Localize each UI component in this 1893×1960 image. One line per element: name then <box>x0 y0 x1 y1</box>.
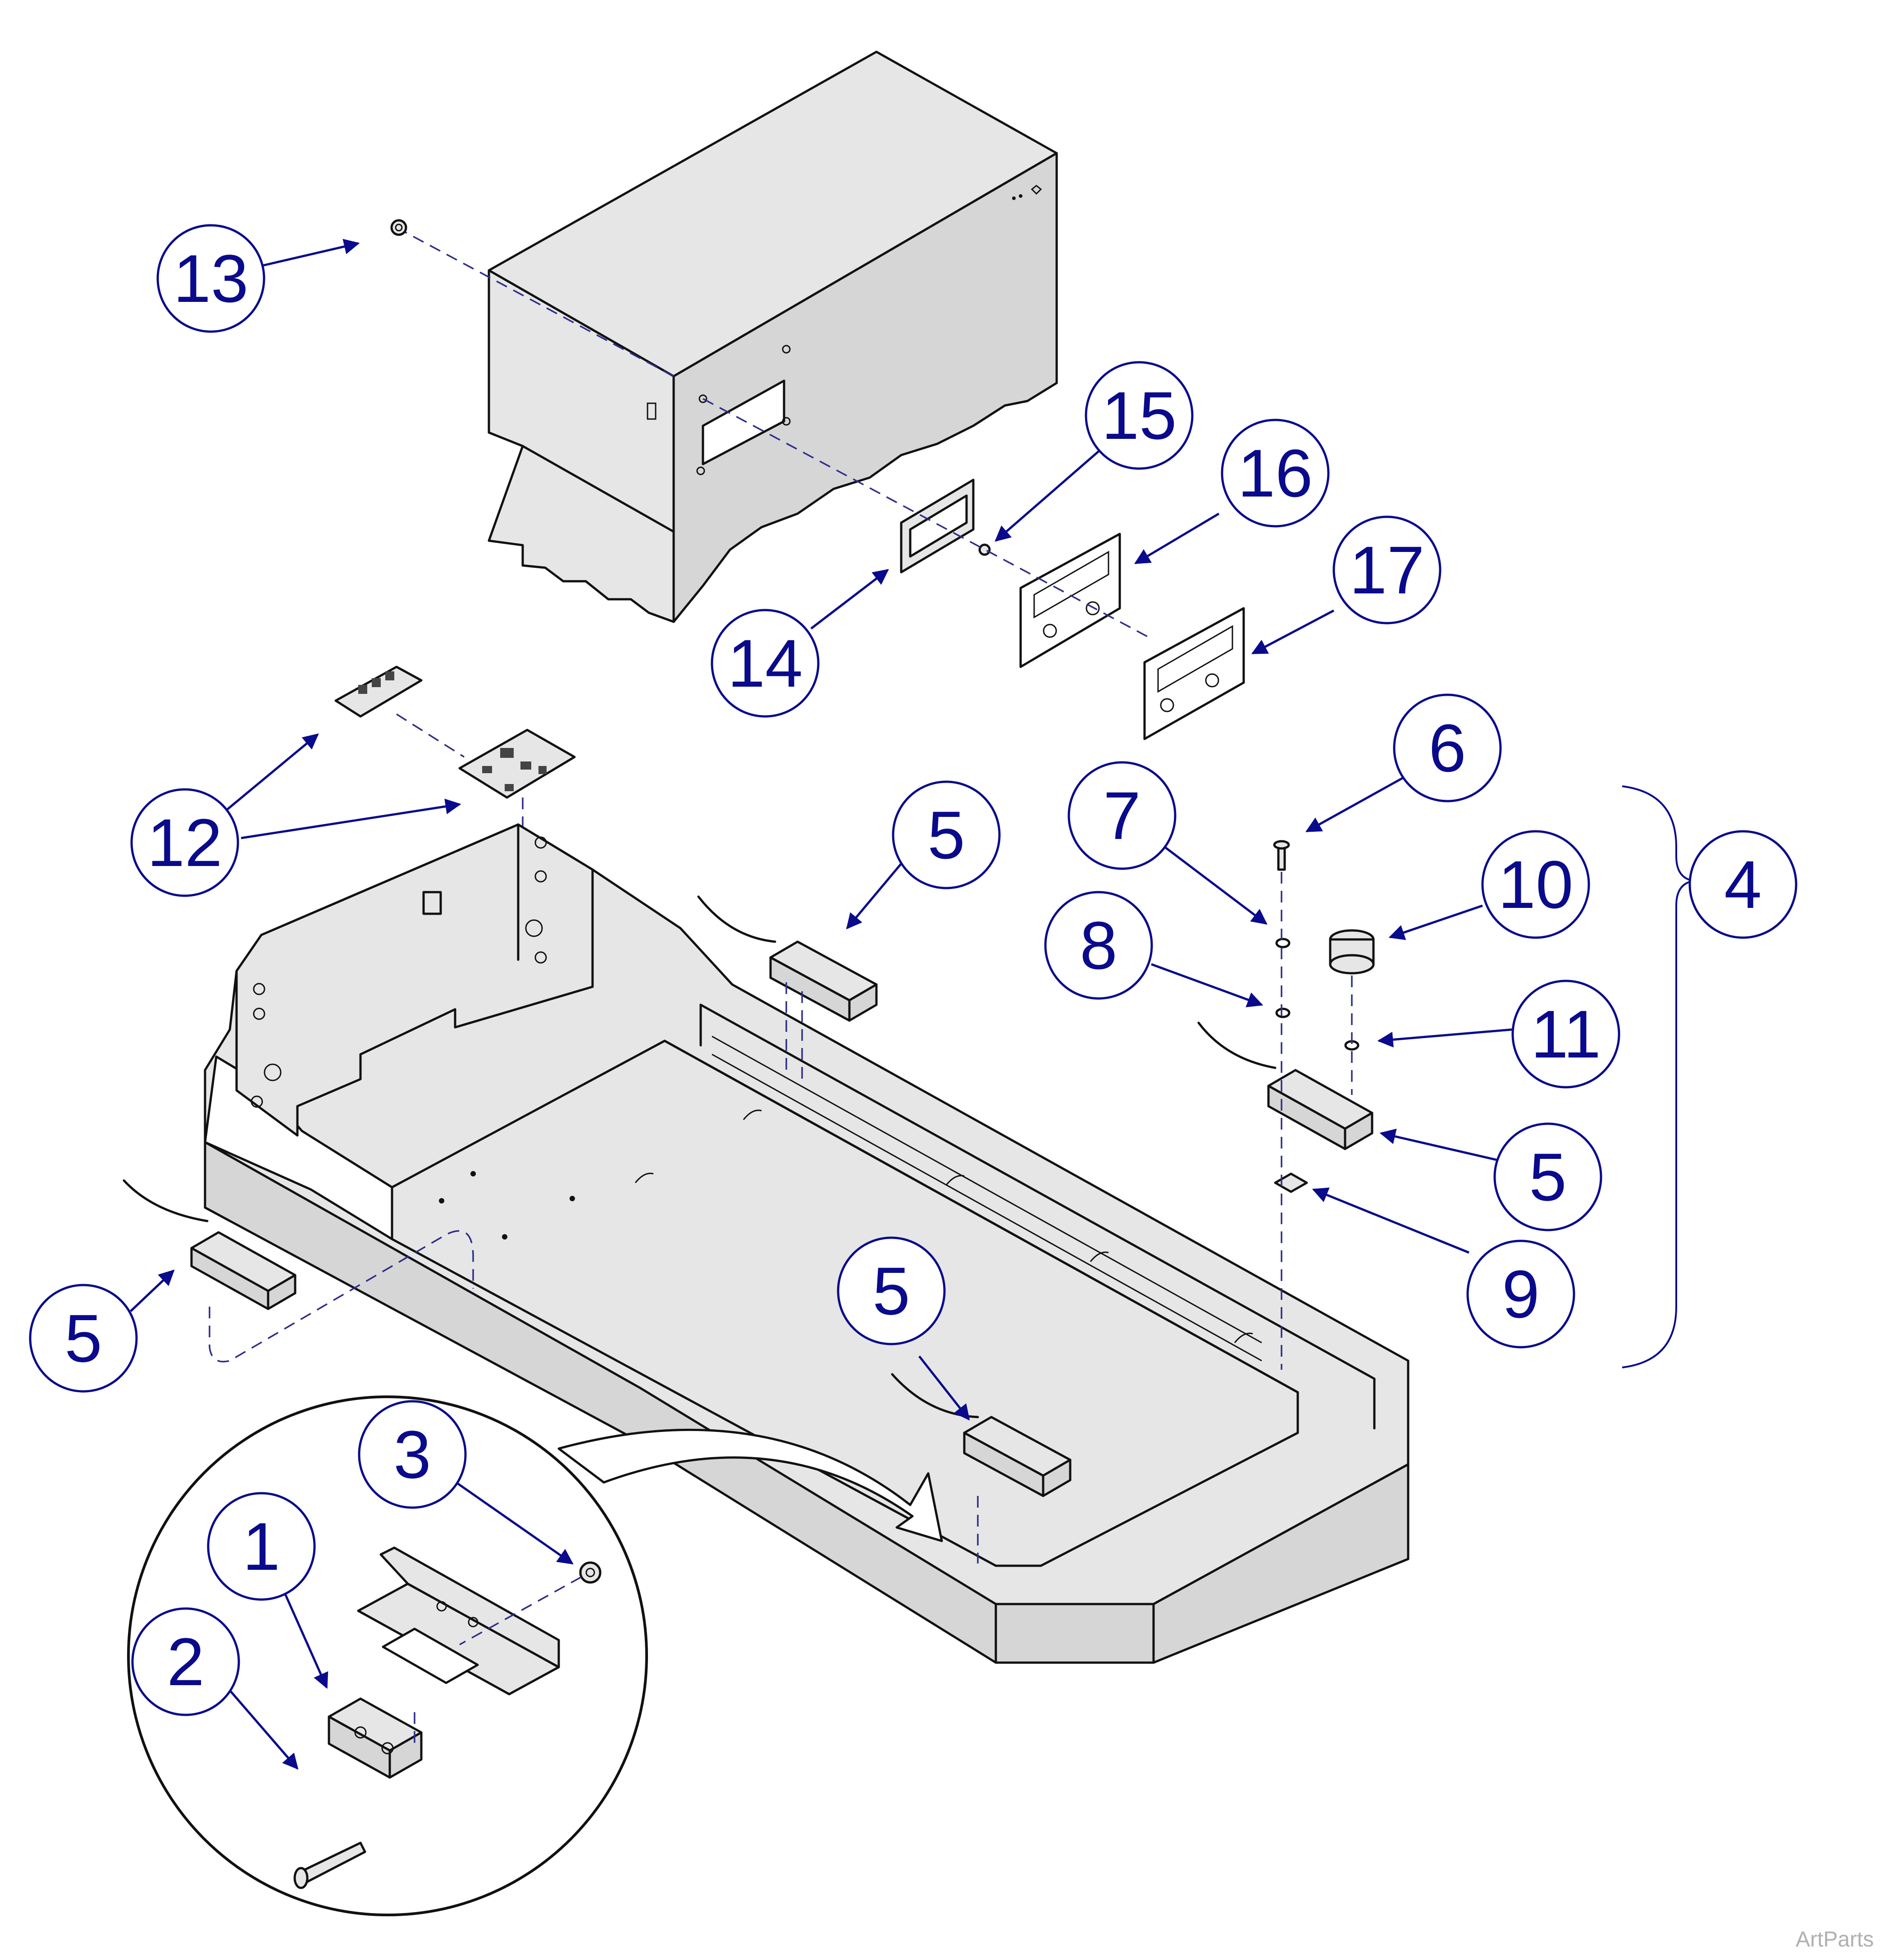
upper-shroud-housing <box>488 50 1058 623</box>
svg-text:5: 5 <box>1529 1139 1566 1215</box>
callout-5-right: 5 <box>1493 1122 1602 1231</box>
leader-arrows <box>130 239 1512 1770</box>
circuit-board-large <box>458 729 576 799</box>
load-cell-upper <box>697 895 878 1081</box>
svg-text:10: 10 <box>1498 847 1574 922</box>
nut-part-15 <box>978 543 991 556</box>
svg-text:14: 14 <box>728 625 803 701</box>
load-cell-left <box>123 1179 296 1310</box>
svg-text:5: 5 <box>927 797 965 873</box>
callout-7: 7 <box>1067 761 1177 870</box>
svg-text:6: 6 <box>1428 710 1466 786</box>
svg-text:17: 17 <box>1350 532 1425 608</box>
callout-2: 2 <box>131 1607 240 1716</box>
svg-text:4: 4 <box>1724 847 1761 922</box>
callout-3: 3 <box>358 1400 467 1509</box>
svg-text:15: 15 <box>1102 378 1177 453</box>
callout-1: 1 <box>207 1492 316 1601</box>
watermark: ArtParts <box>1796 1928 1874 1951</box>
callout-4: 4 <box>1688 830 1797 939</box>
callout-13: 13 <box>156 224 265 333</box>
callout-8: 8 <box>1044 891 1153 1000</box>
callout-14: 14 <box>711 609 820 718</box>
svg-text:5: 5 <box>64 1300 102 1376</box>
svg-text:12: 12 <box>147 805 223 880</box>
callout-6: 6 <box>1393 693 1502 802</box>
load-cell-lower <box>891 1373 1072 1497</box>
callout-5-upper: 5 <box>892 780 1001 889</box>
svg-text:7: 7 <box>1103 778 1140 853</box>
callout-9: 9 <box>1466 1240 1575 1349</box>
svg-text:2: 2 <box>167 1624 204 1700</box>
svg-text:3: 3 <box>393 1417 431 1492</box>
callout-16: 16 <box>1221 419 1330 528</box>
gasket-part-16 <box>1019 533 1121 668</box>
svg-text:1: 1 <box>242 1509 280 1584</box>
svg-text:9: 9 <box>1502 1256 1539 1332</box>
svg-text:16: 16 <box>1238 435 1313 511</box>
svg-text:13: 13 <box>173 241 249 316</box>
callout-17: 17 <box>1332 515 1441 624</box>
group-bracket <box>1622 785 1695 1368</box>
overlay-part-17 <box>1143 607 1245 740</box>
callout-5-lower: 5 <box>837 1236 946 1345</box>
svg-text:8: 8 <box>1080 907 1117 983</box>
screw-part-13 <box>390 219 407 236</box>
load-cell-right <box>1197 840 1375 1370</box>
circuit-board-small <box>334 665 423 718</box>
svg-text:11: 11 <box>1531 996 1601 1072</box>
display-bracket <box>900 479 975 574</box>
callout-12: 12 <box>130 788 239 897</box>
callout-5-left: 5 <box>29 1284 138 1393</box>
callout-10: 10 <box>1481 830 1590 939</box>
callout-15: 15 <box>1085 361 1194 470</box>
callout-11: 11 <box>1511 980 1620 1089</box>
svg-text:5: 5 <box>872 1253 910 1329</box>
